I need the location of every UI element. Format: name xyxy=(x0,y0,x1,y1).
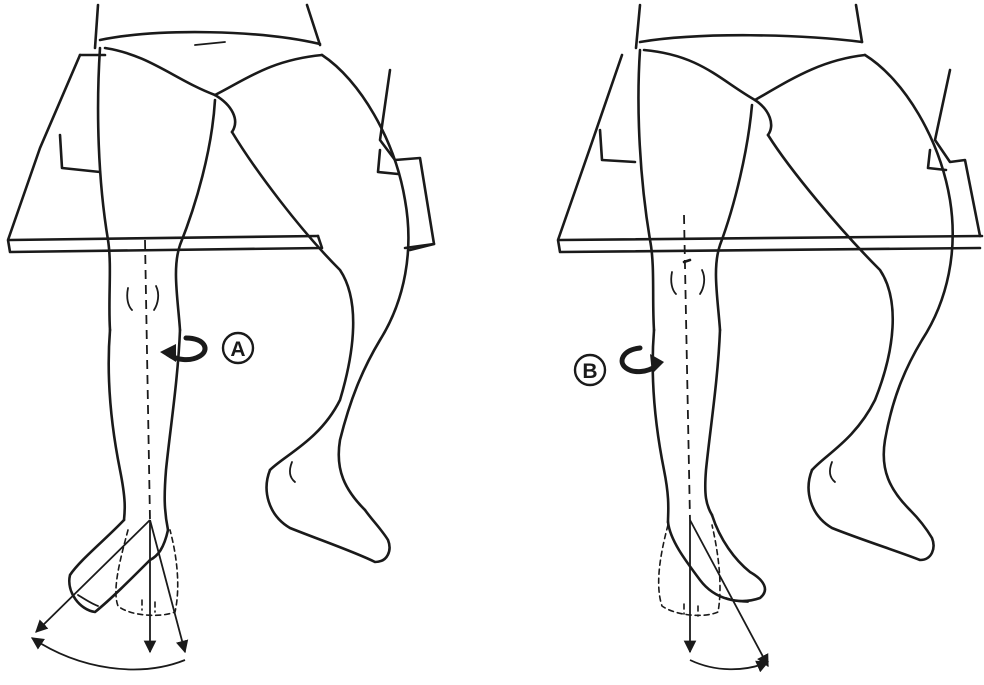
rotation-arrow-b xyxy=(622,348,664,374)
label-a-text: A xyxy=(230,338,245,361)
label-b: B xyxy=(575,355,605,385)
label-a: A xyxy=(223,333,253,363)
right-leg-b xyxy=(638,50,764,616)
right-leg-a xyxy=(69,48,215,615)
hips-a xyxy=(95,5,322,132)
panel-a: A xyxy=(8,5,434,669)
table-a xyxy=(8,55,434,252)
left-leg-a xyxy=(232,55,408,562)
rotation-arrow-a xyxy=(160,338,205,362)
axes-b xyxy=(684,215,768,669)
table-b xyxy=(558,55,982,252)
label-b-text: B xyxy=(582,360,597,383)
left-leg-b xyxy=(768,55,953,560)
panel-b: B xyxy=(558,5,982,669)
